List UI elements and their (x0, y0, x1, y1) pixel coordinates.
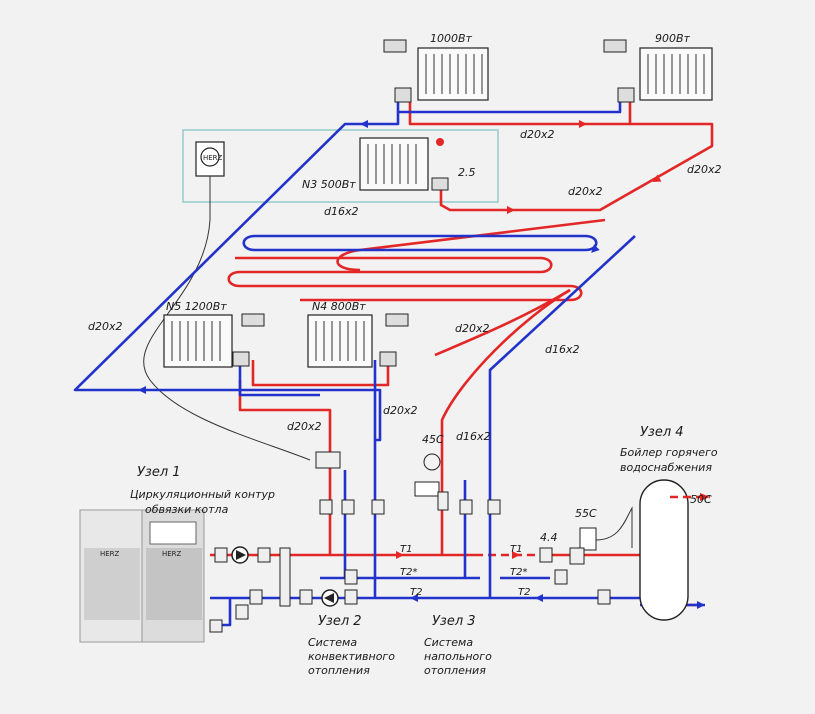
radiator-900w (603, 39, 713, 103)
svg-text:Система: Система (308, 636, 357, 649)
svg-text:Узел 1: Узел 1 (137, 465, 181, 480)
line-marker: T1 (510, 544, 522, 555)
radiator-mixing-valve (315, 451, 341, 469)
node-3-caption: Узел 3 Система напольного отопления (424, 614, 492, 677)
radiator-n5-label: N5 1200Вт (166, 300, 227, 313)
svg-text:Узел 2: Узел 2 (318, 614, 362, 629)
svg-text:Узел 3: Узел 3 (432, 614, 476, 629)
pipe-label: d20x2 (520, 128, 555, 141)
radiator-n4-label: N4 800Вт (312, 300, 366, 313)
pipe-label: d20x2 (687, 163, 722, 176)
radiator-1000w (383, 39, 489, 103)
svg-text:конвективного: конвективного (308, 650, 395, 663)
valve-setting: 2.5 (458, 166, 476, 179)
svg-text:водоснабжения: водоснабжения (620, 461, 712, 474)
radiator-n5-1200w (163, 313, 265, 368)
pipe-label: d20x2 (88, 320, 123, 333)
valve-setting: 45C (422, 433, 444, 446)
valve-setting: 4.4 (540, 531, 558, 544)
svg-text:отопления: отопления (308, 664, 370, 677)
radiator-1000w-label: 1000Вт (430, 32, 473, 45)
pipe-label: d16x2 (545, 343, 580, 356)
boiler-brand-2: HERZ (162, 550, 182, 558)
svg-text:Циркуляционный контур: Циркуляционный контур (130, 488, 275, 501)
node-2-caption: Узел 2 Система конвективного отопления (308, 614, 395, 677)
svg-text:обвязки котла: обвязки котла (145, 503, 229, 516)
line-marker: T2* (400, 567, 417, 578)
node-1-caption: Узел 1 Циркуляционный контур обвязки кот… (130, 465, 275, 516)
node-4-caption: Узел 4 Бойлер горячего водоснабжения (620, 425, 718, 474)
pipe-label: d20x2 (287, 420, 322, 433)
line-marker: T2 (518, 587, 530, 598)
valve-setting: 55C (575, 507, 597, 520)
pipe-label: d16x2 (456, 430, 491, 443)
boiler-brand-1: HERZ (100, 550, 120, 558)
line-marker: T1 (400, 544, 412, 555)
radiator-n3-500w (359, 137, 449, 191)
radiator-n3-label: N3 500Вт (302, 178, 356, 191)
thermostat-brand: HERZ (203, 154, 223, 162)
line-marker: T2 (410, 587, 422, 598)
thermostat-zone-frame (182, 129, 499, 203)
hydraulic-separator (279, 547, 291, 607)
svg-text:Система: Система (424, 636, 473, 649)
gas-boiler: HERZ HERZ (79, 509, 205, 643)
radiator-n4-800w (307, 313, 409, 368)
valve-setting: 50C (690, 493, 712, 506)
boiler-pump (231, 546, 249, 564)
pipe-label: d16x2 (324, 205, 359, 218)
dhw-tank (639, 479, 710, 621)
fittings (209, 499, 611, 633)
svg-text:Узел 4: Узел 4 (640, 425, 684, 440)
line-marker: T2* (510, 567, 527, 578)
pipe-label: d20x2 (568, 185, 603, 198)
underfloor-mixing-valve (414, 453, 449, 511)
radiator-900w-label: 900Вт (655, 32, 691, 45)
pipe-label: d20x2 (383, 404, 418, 417)
svg-text:напольного: напольного (424, 650, 492, 663)
radiator-circuit-pump (321, 589, 339, 607)
svg-text:Бойлер горячего: Бойлер горячего (620, 446, 718, 459)
pipe-label: d20x2 (455, 322, 490, 335)
dhw-mixing-valve (569, 506, 633, 565)
svg-text:отопления: отопления (424, 664, 486, 677)
